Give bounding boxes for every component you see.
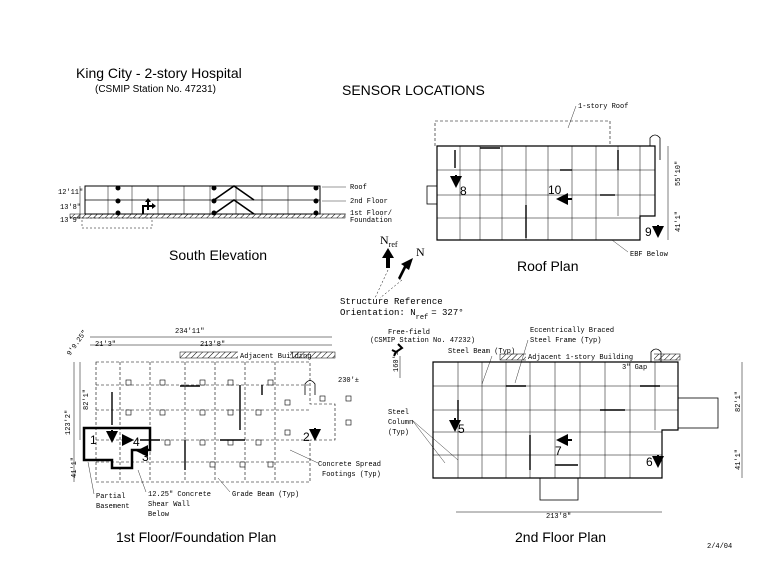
free-field: Free-field (CSMIP Station No. 47232) 160… (370, 329, 475, 378)
orientation-line-1: Structure Reference (340, 297, 443, 307)
elev-dim-3: 13'9" (60, 217, 81, 225)
sensor-heading: SENSOR LOCATIONS (342, 82, 485, 98)
roof-sensor-8: 8 (460, 184, 467, 198)
sf-note-col-3: (Typ) (388, 429, 409, 437)
sf-sensor-7: 7 (555, 444, 562, 458)
first-floor-plan: 234'11" 21'3" 213'8" 9'9.25" Adjacent Bu… (65, 328, 381, 545)
ff-adjacent-building: Adjacent Building (240, 353, 311, 361)
level-1st-floor: 1st Floor/ (350, 210, 392, 218)
ff-dim-v2: 123'2" (65, 410, 73, 435)
sf-sensor-6: 6 (646, 455, 653, 469)
sf-note-beam: Steel Beam (Typ) (448, 348, 515, 356)
ff-note-basement-1: Partial (96, 493, 125, 501)
south-elevation: 12'11" 13'8" 13'9" Roof 2nd Floor 1st Fl… (58, 184, 392, 263)
sf-sensor-5: 5 (458, 422, 465, 436)
ff-dim-total: 234'11" (175, 328, 204, 336)
free-field-dim: 160'± (393, 351, 401, 372)
ff-note-spread-1: Concrete Spread (318, 461, 381, 469)
roof-note-ebf: EBF Below (630, 251, 669, 259)
ff-sensor-2: 2 (303, 430, 310, 444)
elev-dim-1: 12'11" (58, 189, 83, 197)
level-roof: Roof (350, 184, 367, 192)
sf-dim-1: 82'1" (735, 391, 743, 412)
free-field-line-1: Free-field (388, 329, 430, 337)
roof-plan-caption: Roof Plan (517, 258, 578, 274)
n-label: N (416, 245, 425, 259)
ff-note-basement-2: Basement (96, 503, 130, 511)
sf-dim-bottom: 213'8" (546, 513, 571, 521)
date-stamp: 2/4/04 (707, 543, 732, 551)
ff-dim-v1: 82'1" (83, 389, 91, 410)
roof-sensor-9: 9 (645, 225, 652, 239)
second-floor-caption: 2nd Floor Plan (515, 529, 606, 545)
ff-note-shear-3: Below (148, 511, 170, 519)
sf-dim-2: 41'1" (735, 449, 743, 470)
free-field-line-2: (CSMIP Station No. 47232) (370, 337, 475, 345)
orientation-line-2: Orientation: Nref= 327° (340, 308, 464, 322)
roof-dim-2: 41'1" (675, 211, 683, 232)
sf-note-col-2: Column (388, 419, 413, 427)
north-arrows: Nref N Structure Reference Orientation: … (340, 233, 464, 322)
sf-note-col-1: Steel (388, 409, 409, 417)
ff-dim-230: 230'± (338, 377, 359, 385)
ff-dim-small: 9'9.25" (66, 329, 89, 358)
level-2nd-floor: 2nd Floor (350, 198, 388, 206)
sf-note-adjacent: Adjacent 1-story Building (528, 354, 633, 362)
page-subtitle: (CSMIP Station No. 47231) (95, 84, 216, 95)
roof-sensor-10: 10 (548, 183, 562, 197)
ff-dim-v3: 41'1" (71, 457, 79, 478)
roof-note-1story: 1-story Roof (578, 103, 628, 111)
roof-plan: 1-story Roof 8 10 9 55'10" 41'1" EBF Bel… (426, 103, 683, 274)
roof-dim-1: 55'10" (675, 161, 683, 186)
ff-note-shear-1: 12.25" Concrete (148, 491, 211, 499)
ff-note-grade: Grade Beam (Typ) (232, 491, 299, 499)
sf-note-ebf-2: Steel Frame (Typ) (530, 337, 601, 345)
ff-dim-left: 21'3" (95, 341, 116, 349)
elev-dim-2: 13'8" (60, 204, 81, 212)
page-title: King City - 2-story Hospital (76, 65, 242, 81)
second-floor-plan: Adjacent 1-story Building 3" Gap Eccentr… (388, 327, 743, 545)
ff-note-spread-2: Footings (Typ) (322, 471, 381, 479)
level-foundation: Foundation (350, 217, 392, 225)
ff-sensor-4: 4 (133, 435, 140, 449)
ff-sensor-3: 3 (142, 450, 149, 464)
ff-sensor-1: 1 (90, 433, 97, 447)
sf-note-gap: 3" Gap (622, 364, 647, 372)
ff-note-shear-2: Shear Wall (148, 501, 190, 509)
ff-dim-right: 213'8" (200, 341, 225, 349)
south-elevation-caption: South Elevation (169, 247, 267, 263)
first-floor-caption: 1st Floor/Foundation Plan (116, 529, 276, 545)
sf-note-ebf-1: Eccentrically Braced (530, 327, 614, 335)
nref-label: Nref (380, 233, 398, 249)
